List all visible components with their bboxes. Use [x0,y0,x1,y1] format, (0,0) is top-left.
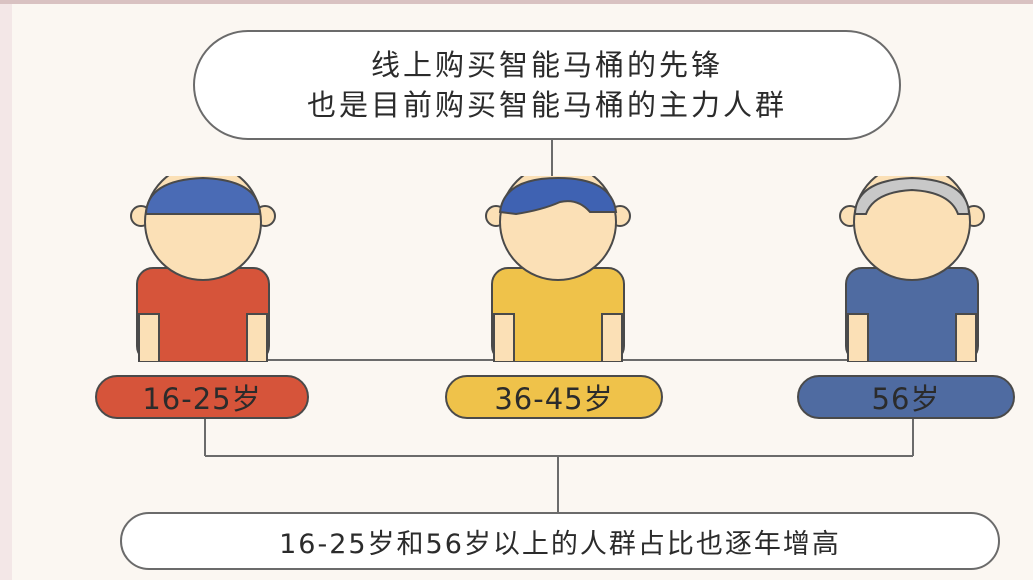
footer-text: 16-25岁和56岁以上的人群占比也逐年增高 [279,528,841,560]
top-border [0,0,1033,4]
person-senior-icon [839,176,985,362]
left-arm [847,313,869,362]
person-young-icon [130,176,276,362]
header-line-2: 也是目前购买智能马桶的主力人群 [306,88,787,122]
hair [144,176,262,215]
left-arm [138,313,160,362]
footer-bubble: 16-25岁和56岁以上的人群占比也逐年增高 [120,512,1000,570]
hair [853,176,971,215]
left-border [0,4,12,580]
header-line-1: 线上购买智能马桶的先锋 [370,48,723,82]
age-label-56: 56岁 [797,375,1015,419]
age-label-16-25: 16-25岁 [95,375,309,419]
face [853,176,971,281]
right-arm [246,313,268,362]
person-middle-icon [485,176,631,362]
right-arm [601,313,623,362]
age-label-36-45: 36-45岁 [445,375,663,419]
right-arm [955,313,977,362]
header-bubble: 线上购买智能马桶的先锋 也是目前购买智能马桶的主力人群 [193,30,901,140]
hair [498,176,618,216]
left-arm [493,313,515,362]
